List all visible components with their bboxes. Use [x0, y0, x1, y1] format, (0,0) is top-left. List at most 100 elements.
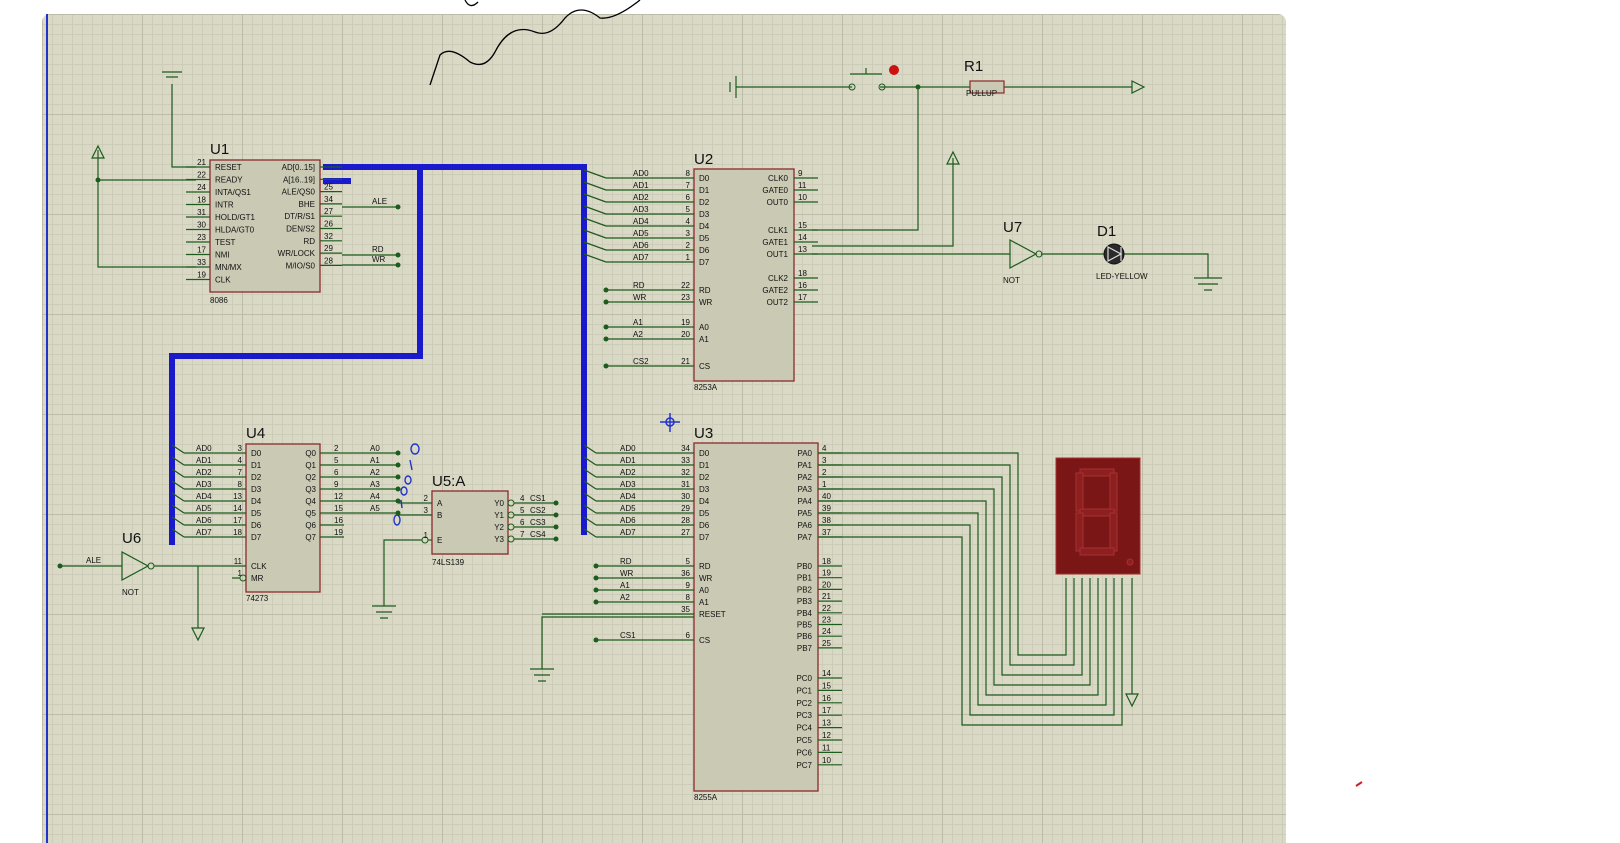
u4-net-label: AD3	[196, 480, 212, 489]
u3-pin-a0[interactable]	[593, 587, 695, 593]
u4-pin-d4[interactable]	[171, 492, 246, 502]
u2-pin-d7[interactable]	[583, 253, 694, 263]
u1-pin-name: DEN/S2	[286, 225, 315, 234]
u1-pin-name: ALE/QS0	[282, 188, 316, 197]
u3-net-label: AD6	[620, 516, 636, 525]
u5-pin-y2[interactable]	[507, 523, 559, 531]
u3-pin-d2[interactable]	[583, 468, 694, 478]
u2-pin-name: OUT2	[767, 298, 789, 307]
u2-pin-number: 18	[798, 269, 807, 278]
u2-pin-d0[interactable]	[583, 169, 694, 179]
u3-pin-d4[interactable]	[583, 492, 694, 502]
u4-pin-name: Q5	[305, 509, 316, 518]
u3-pin-name: PB7	[797, 644, 813, 653]
u3-pin-rd[interactable]	[593, 563, 695, 569]
u4-pin-d0[interactable]	[171, 444, 246, 454]
u3-pin-d7[interactable]	[583, 528, 694, 538]
r1-ref: R1	[964, 58, 983, 75]
u2-pin-rd[interactable]	[603, 287, 695, 293]
u2-pin-d2[interactable]	[583, 193, 694, 203]
u2-pin-number: 19	[681, 318, 690, 327]
u5-pin-y0[interactable]	[507, 499, 559, 507]
u7-inverter[interactable]	[812, 238, 1222, 291]
u3-pin-d1[interactable]	[583, 456, 694, 466]
u4-pin-q2[interactable]	[320, 474, 401, 480]
u3-chip-body[interactable]	[693, 442, 819, 792]
canvas-left-edge	[46, 14, 48, 843]
u4-pin-d5[interactable]	[171, 504, 246, 514]
u4-pin-d2[interactable]	[171, 468, 246, 478]
u5-chip-body[interactable]	[431, 490, 509, 555]
d1-led-body[interactable]	[1103, 243, 1125, 265]
u1-net-rd: RD	[372, 245, 384, 254]
u4-net-label: AD1	[196, 456, 212, 465]
u3-pin-d5[interactable]	[583, 504, 694, 514]
u1-pin-number: 22	[197, 171, 206, 180]
u1-pin-number: 29	[324, 244, 333, 253]
u3-pin-number: 2	[822, 468, 827, 477]
u2-pin-d5[interactable]	[583, 229, 694, 239]
u4-pin-d1[interactable]	[171, 456, 246, 466]
u4-pin-d3[interactable]	[171, 480, 246, 490]
u4-pin-number: 12	[334, 492, 343, 501]
u3-pin-d3[interactable]	[583, 480, 694, 490]
u2-pin-a0[interactable]	[603, 324, 695, 330]
u2-pin-d6[interactable]	[583, 241, 694, 251]
address-data-bus[interactable]	[169, 164, 587, 545]
u3-pin-number: 30	[681, 492, 690, 501]
u1-chip-body[interactable]	[209, 159, 321, 293]
u3-net-label: AD1	[620, 456, 636, 465]
u2-pin-number: 14	[798, 233, 807, 242]
u4-pin-q4[interactable]	[320, 498, 401, 504]
u2-chip-body[interactable]	[693, 168, 795, 382]
u4-pin-q3[interactable]	[320, 486, 401, 492]
schematic-canvas[interactable]	[42, 14, 1286, 843]
r1-body[interactable]	[969, 80, 1005, 94]
u1-pin-name: DT/R/S1	[284, 212, 315, 221]
u3-pin-number: 36	[681, 569, 690, 578]
u2-pin-name: GATE2	[762, 286, 788, 295]
u4-pin-d6[interactable]	[171, 516, 246, 526]
pushbutton-indicator[interactable]	[889, 65, 899, 75]
u4-pin-number: 18	[233, 528, 242, 537]
handwritten-bit-annotation	[393, 443, 420, 526]
u3-pin-number: 13	[822, 719, 831, 728]
u2-pin-d1[interactable]	[583, 181, 694, 191]
u4-pin-q0[interactable]	[320, 450, 401, 456]
u3-pin-wr[interactable]	[593, 575, 695, 581]
u6-inverter[interactable]	[60, 550, 246, 642]
probe-crosshair[interactable]	[660, 413, 680, 432]
u2-pin-a1[interactable]	[603, 336, 695, 342]
u3-pin-name: PB2	[797, 585, 813, 594]
u2-pin-d3[interactable]	[583, 205, 694, 215]
u5-pin-y1[interactable]	[507, 511, 559, 519]
u3-pin-number: 22	[822, 604, 831, 613]
u4-pin-name: D6	[251, 521, 262, 530]
u2-pin-d4[interactable]	[583, 217, 694, 227]
d1-part: LED-YELLOW	[1096, 272, 1148, 281]
u4-chip-body[interactable]	[245, 443, 321, 593]
u5-pin-y3[interactable]	[507, 535, 559, 543]
u2-pin-name: CS	[699, 362, 710, 371]
u3-pin-d0[interactable]	[583, 444, 694, 454]
u2-pin-name: D6	[699, 246, 710, 255]
u2-pin-wr[interactable]	[603, 299, 695, 305]
u3-pin-number: 38	[822, 516, 831, 525]
u2-pin-name: OUT0	[767, 198, 789, 207]
u2-pin-name: OUT1	[767, 250, 789, 259]
u1-reset-wire	[162, 71, 196, 168]
u2-pin-cs[interactable]	[603, 363, 695, 369]
u4-pin-name: Q2	[305, 473, 316, 482]
u3-pin-cs[interactable]	[593, 637, 695, 643]
u3-pin-a1[interactable]	[593, 599, 695, 605]
u4-net-label: A2	[370, 468, 380, 477]
u4-pin-d7[interactable]	[171, 528, 246, 538]
u3-pin-name: D6	[699, 521, 710, 530]
u4-pin-q5[interactable]	[320, 510, 401, 516]
u3-pin-d6[interactable]	[583, 516, 694, 526]
u4-pin-q1[interactable]	[320, 462, 401, 468]
u4-pin-name: Q4	[305, 497, 316, 506]
u2-pin-number: 10	[798, 193, 807, 202]
u2-net-label: AD4	[633, 217, 649, 226]
